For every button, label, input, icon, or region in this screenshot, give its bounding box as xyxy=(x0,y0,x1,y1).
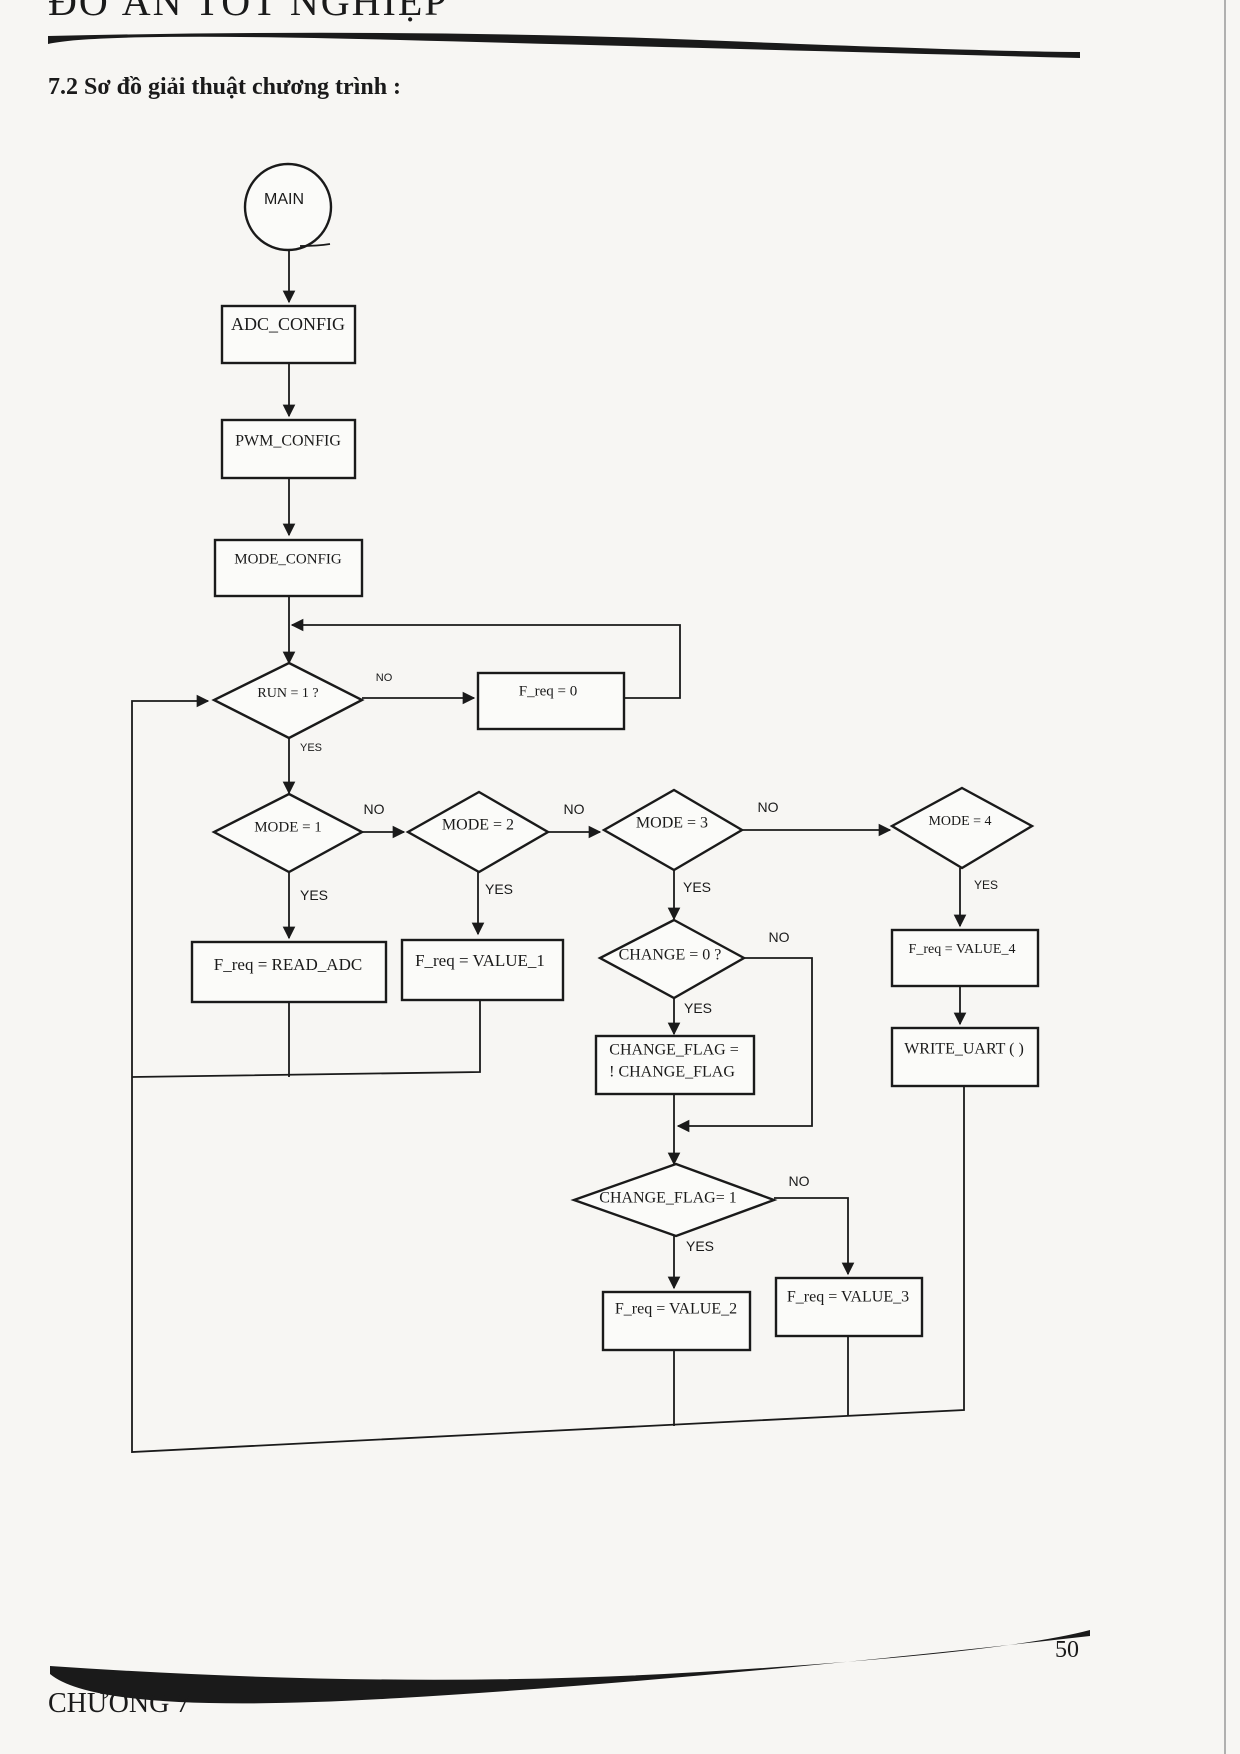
run-decision: RUN = 1 ? NO YES xyxy=(211,661,393,754)
toggle-flag-line2: ! CHANGE_FLAG xyxy=(609,1064,735,1081)
start-circle xyxy=(243,162,333,252)
value2-label: F_req = VALUE_2 xyxy=(615,1301,737,1318)
section-title: 7.2 Sơ đồ giải thuật chương trình : xyxy=(48,74,402,100)
pwm-config-box xyxy=(220,418,357,480)
value3-box xyxy=(774,1276,924,1338)
change-yes-label: YES xyxy=(684,1000,712,1016)
flag-yes-label: YES xyxy=(686,1238,714,1254)
arrow-flag-no xyxy=(774,1197,855,1276)
pwm-config-label: PWM_CONFIG xyxy=(235,433,341,450)
value4-block: F_req = VALUE_4 xyxy=(890,928,1040,988)
change-decision: CHANGE = 0 ? NO YES xyxy=(597,918,790,1016)
return-value1 xyxy=(131,994,481,1078)
start-label: MAIN xyxy=(264,191,304,208)
toggle-flag-block: CHANGE_FLAG = ! CHANGE_FLAG xyxy=(594,1034,756,1096)
adc-config-label: ADC_CONFIG xyxy=(231,314,345,334)
freq-zero-block: F_req = 0 xyxy=(476,671,626,731)
value4-box xyxy=(890,928,1040,988)
toggle-flag-box xyxy=(594,1034,756,1096)
mode-config-label: MODE_CONFIG xyxy=(234,551,342,567)
flag-no-label: NO xyxy=(789,1173,810,1189)
page-number: 50 xyxy=(1055,1637,1079,1663)
mode1-label: MODE = 1 xyxy=(254,819,322,835)
mode4-yes-label: YES xyxy=(974,878,998,892)
toggle-flag-line1: CHANGE_FLAG = xyxy=(609,1042,738,1059)
value3-block: F_req = VALUE_3 xyxy=(774,1276,924,1338)
value3-label: F_req = VALUE_3 xyxy=(787,1289,909,1306)
loop-back-to-run xyxy=(290,618,681,699)
flag-label: CHANGE_FLAG= 1 xyxy=(599,1190,736,1207)
return-main-loop xyxy=(131,694,965,1453)
mode2-no-label: NO xyxy=(564,801,585,817)
flag-decision: CHANGE_FLAG= 1 NO YES xyxy=(570,1162,810,1254)
value2-box xyxy=(601,1290,752,1352)
read-adc-label: F_req = READ_ADC xyxy=(214,955,362,974)
read-adc-block: F_req = READ_ADC xyxy=(190,940,388,1004)
mode4-decision: MODE = 4 YES xyxy=(889,786,1035,892)
mode3-yes-label: YES xyxy=(683,879,711,895)
change-label: CHANGE = 0 ? xyxy=(619,947,722,964)
run-diamond xyxy=(211,661,365,740)
change-diamond xyxy=(597,918,747,1000)
arrow-change-no xyxy=(676,957,813,1133)
read-adc-box xyxy=(190,940,388,1004)
mode4-label: MODE = 4 xyxy=(928,814,991,829)
mode3-diamond xyxy=(601,788,745,872)
write-uart-box xyxy=(890,1026,1040,1088)
mode2-decision: MODE = 2 NO YES xyxy=(405,790,585,897)
footer-rule xyxy=(50,1630,1090,1704)
mode3-no-label: NO xyxy=(758,799,779,815)
mode3-label: MODE = 3 xyxy=(636,815,708,832)
write-uart-block: WRITE_UART ( ) xyxy=(890,1026,1040,1088)
mode2-yes-label: YES xyxy=(485,881,513,897)
mode1-no-label: NO xyxy=(364,801,385,817)
write-uart-label: WRITE_UART ( ) xyxy=(904,1041,1024,1058)
mode3-decision: MODE = 3 NO YES xyxy=(601,788,779,895)
start-tail xyxy=(299,243,331,247)
freq-zero-box xyxy=(476,671,626,731)
adc-config-box xyxy=(220,304,357,365)
mode4-diamond xyxy=(889,786,1035,870)
mode1-decision: MODE = 1 NO YES xyxy=(211,792,385,903)
adc-config-block: ADC_CONFIG xyxy=(220,304,357,365)
value1-box xyxy=(400,938,565,1002)
value1-label: F_req = VALUE_1 xyxy=(415,951,545,970)
value2-block: F_req = VALUE_2 xyxy=(601,1290,752,1352)
value1-block: F_req = VALUE_1 xyxy=(400,938,565,1002)
mode-config-block: MODE_CONFIG xyxy=(213,538,364,598)
scan-edge-mark xyxy=(1224,0,1226,1754)
pwm-config-block: PWM_CONFIG xyxy=(220,418,357,480)
chapter-label: CHƯƠNG 7 xyxy=(48,1688,191,1719)
run-no-label: NO xyxy=(376,672,393,684)
start-node: MAIN xyxy=(243,162,333,252)
run-yes-label: YES xyxy=(300,742,322,754)
change-no-label: NO xyxy=(769,929,790,945)
mode2-label: MODE = 2 xyxy=(442,817,514,834)
value4-label: F_req = VALUE_4 xyxy=(909,942,1016,957)
flag-diamond xyxy=(570,1162,778,1238)
freq-zero-label: F_req = 0 xyxy=(519,683,577,699)
header-rule xyxy=(48,32,1080,58)
mode-config-box xyxy=(213,538,364,598)
mode1-diamond xyxy=(211,792,365,874)
mode2-diamond xyxy=(405,790,551,874)
run-label: RUN = 1 ? xyxy=(257,686,318,701)
mode1-yes-label: YES xyxy=(300,887,328,903)
document-header: ĐỒ ÁN TỐT NGHIỆP xyxy=(48,0,449,24)
flow-connectors xyxy=(131,246,967,1453)
